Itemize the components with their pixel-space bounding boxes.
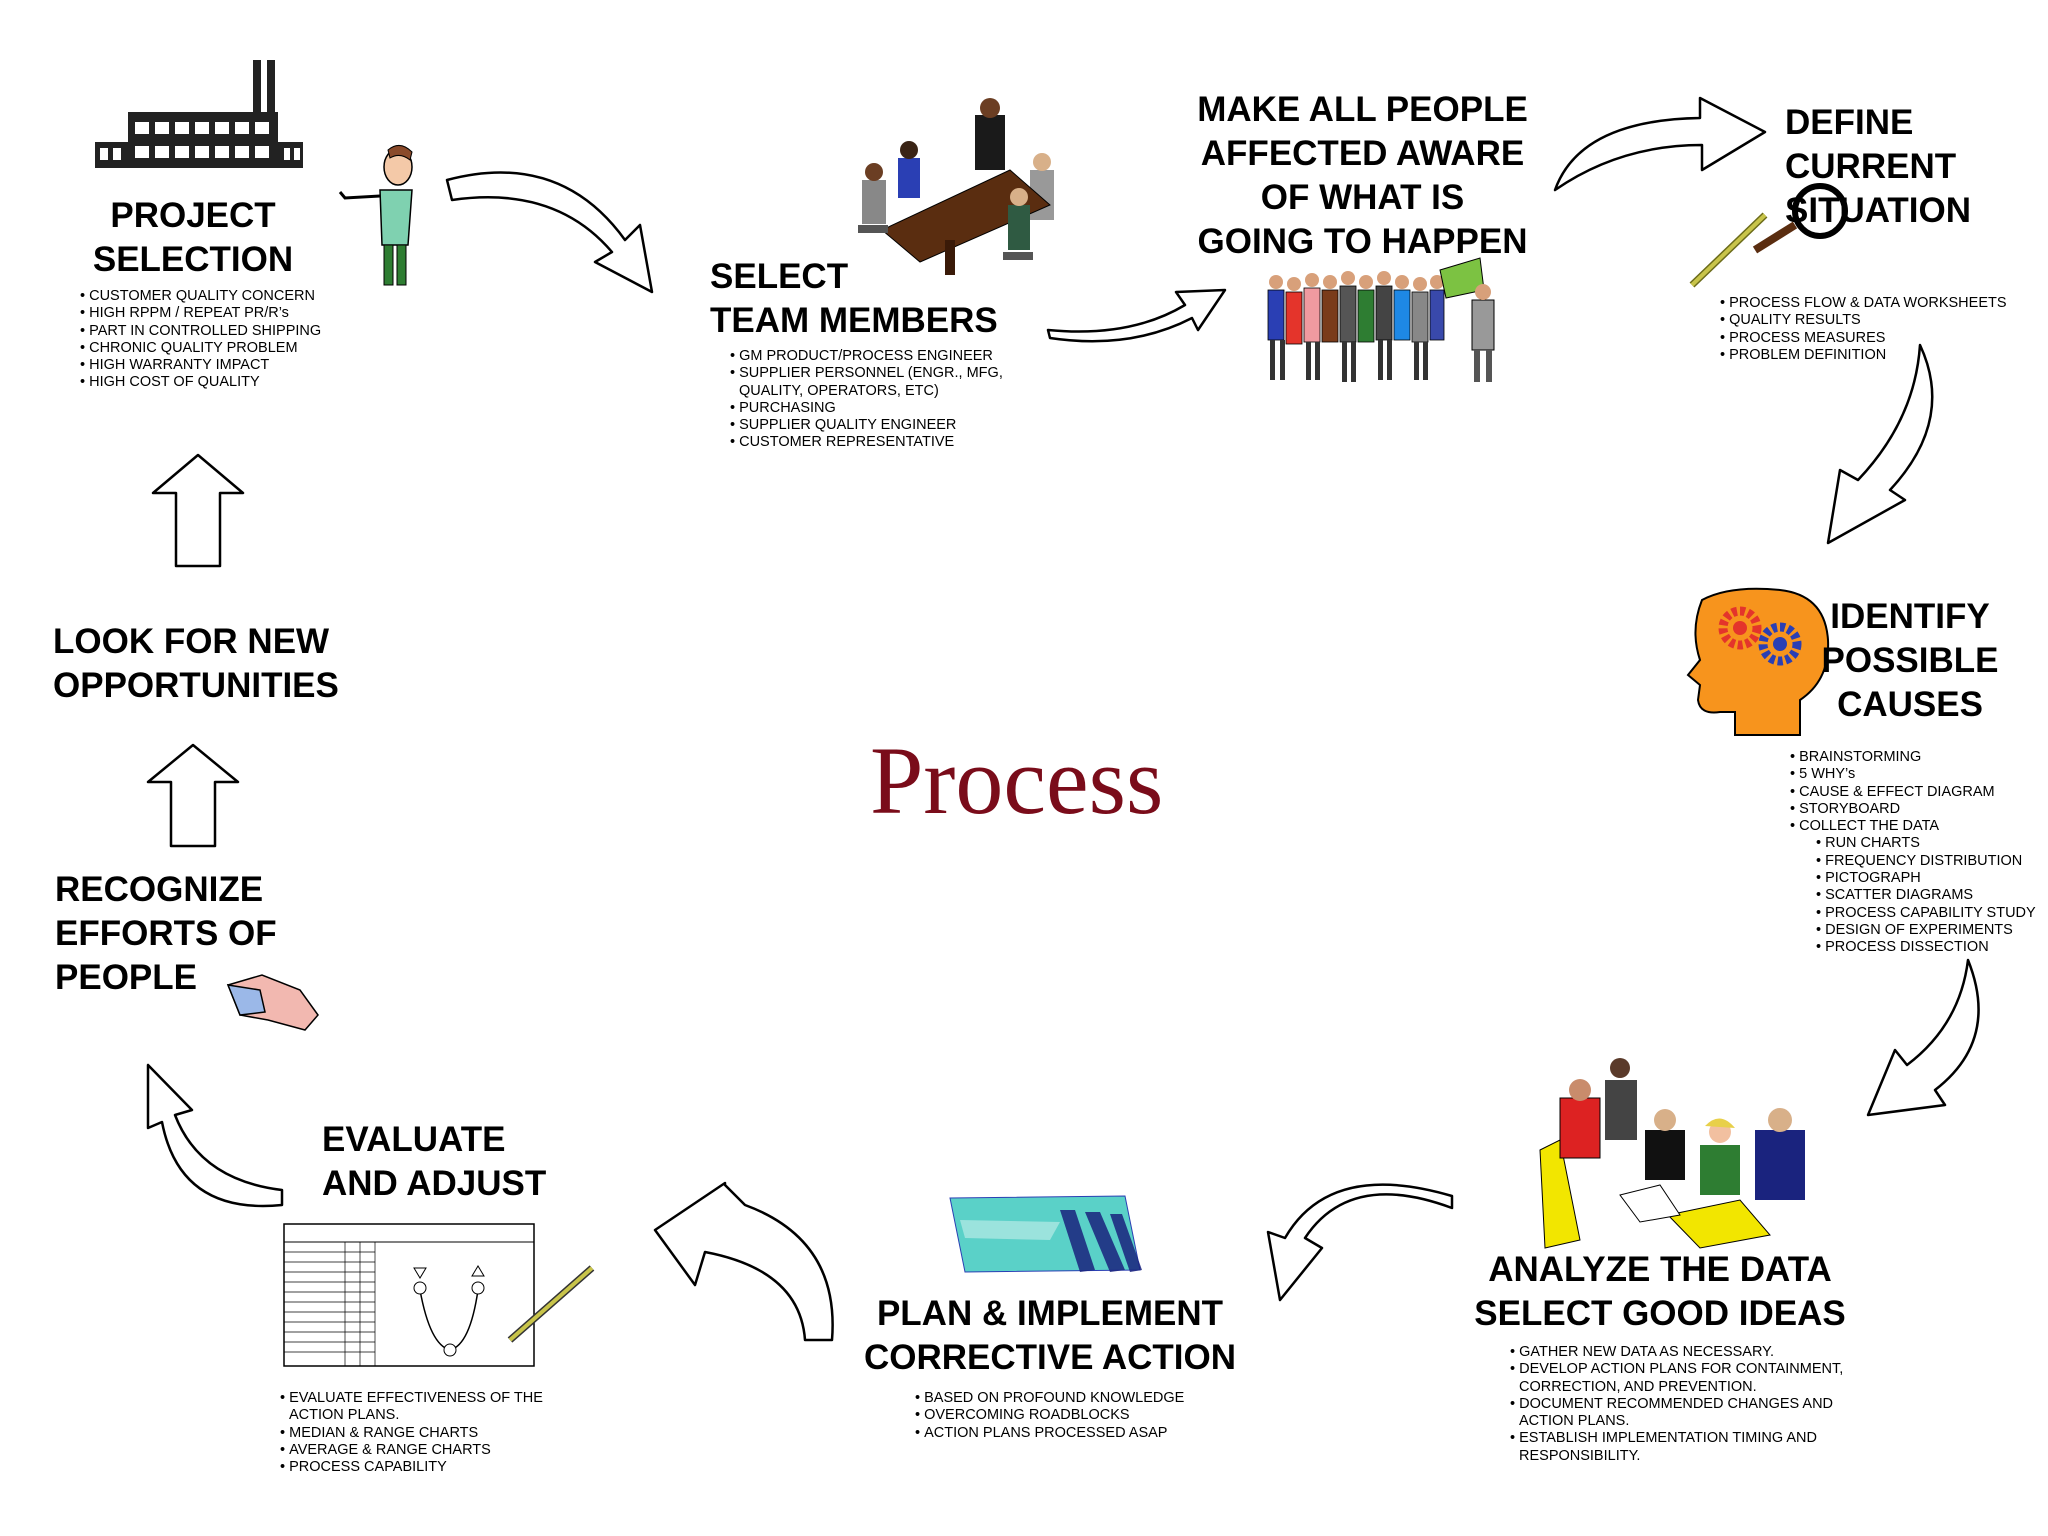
bullet: 5 WHY’s xyxy=(1790,766,2036,783)
bullet: PROBLEM DEFINITION xyxy=(1720,347,2007,364)
bullet: PROCESS CAPABILITY xyxy=(280,1459,543,1476)
handshake-icon xyxy=(226,974,319,1031)
magnifier-pencil-icon xyxy=(1689,183,1848,288)
look-opportunities-title: LOOK FOR NEW OPPORTUNITIES xyxy=(53,622,339,705)
arrow-analyze-to-plan xyxy=(1266,1183,1454,1302)
arrow-look-to-project xyxy=(151,453,245,568)
bullet: HIGH RPPM / REPEAT PR/R’s xyxy=(80,305,321,322)
arrow-define-to-identify xyxy=(1826,343,1934,545)
identify-causes-title: IDENTIFY POSSIBLE CAUSES xyxy=(1821,597,1999,724)
bullet: HIGH WARRANTY IMPACT xyxy=(80,357,321,374)
worksheet-icon xyxy=(283,1223,595,1367)
bullet: ESTABLISH IMPLEMENTATION TIMING AND RESP… xyxy=(1510,1430,1843,1465)
bullet: COLLECT THE DATA xyxy=(1790,818,2036,835)
bullet: GATHER NEW DATA AS NECESSARY. xyxy=(1510,1344,1843,1361)
project-selection-title: PROJECT SELECTION xyxy=(92,196,294,279)
bullet: PROCESS MEASURES xyxy=(1720,330,2007,347)
team-discussion-icon xyxy=(1539,1058,1805,1249)
bullet: CAUSE & EFFECT DIAGRAM xyxy=(1790,784,2036,801)
head-gears-icon xyxy=(1686,587,1830,736)
arrow-aware-to-define xyxy=(1553,96,1767,192)
analyze-data-bullets: GATHER NEW DATA AS NECESSARY. DEVELOP AC… xyxy=(1510,1344,1843,1465)
bullet: CUSTOMER REPRESENTATIVE xyxy=(730,434,1003,451)
evaluate-adjust-title: EVALUATE AND ADJUST xyxy=(322,1120,547,1203)
sub-bullet: PICTOGRAPH xyxy=(1816,870,2036,887)
define-situation-title: DEFINE CURRENT SITUATION xyxy=(1785,103,1972,230)
bullet: DEVELOP ACTION PLANS FOR CONTAINMENT, CO… xyxy=(1510,1361,1843,1396)
select-team-bullets: GM PRODUCT/PROCESS ENGINEER SUPPLIER PER… xyxy=(730,348,1003,452)
arrow-project-to-team xyxy=(445,171,654,294)
bullet: PURCHASING xyxy=(730,400,1003,417)
meeting-table-icon xyxy=(858,98,1054,275)
arrow-recognize-to-look xyxy=(146,743,240,848)
bullet: HIGH COST OF QUALITY xyxy=(80,374,321,391)
arrow-team-to-aware xyxy=(1046,288,1227,343)
bullet: DOCUMENT RECOMMENDED CHANGES AND ACTION … xyxy=(1510,1396,1843,1431)
arrow-evaluate-to-recognize xyxy=(146,1063,284,1208)
bullet: EVALUATE EFFECTIVENESS OF THE ACTION PLA… xyxy=(280,1390,543,1425)
define-situation-bullets: PROCESS FLOW & DATA WORKSHEETS QUALITY R… xyxy=(1720,295,2007,364)
recognize-efforts-title: RECOGNIZE EFFORTS OF PEOPLE xyxy=(55,870,277,997)
project-selection-bullets: CUSTOMER QUALITY CONCERN HIGH RPPM / REP… xyxy=(80,288,321,392)
bullet: PROCESS FLOW & DATA WORKSHEETS xyxy=(1720,295,2006,312)
bullet: CHRONIC QUALITY PROBLEM xyxy=(80,340,321,357)
factory-icon xyxy=(95,60,303,168)
center-title: Process xyxy=(870,727,1164,834)
analyze-data-title: ANALYZE THE DATA SELECT GOOD IDEAS xyxy=(1474,1250,1846,1333)
bullet: QUALITY RESULTS xyxy=(1720,312,2007,329)
identify-causes-bullets: BRAINSTORMING 5 WHY’s CAUSE & EFFECT DIA… xyxy=(1790,749,2036,957)
plan-implement-bullets: BASED ON PROFOUND KNOWLEDGE OVERCOMING R… xyxy=(915,1390,1184,1442)
sub-bullet: PROCESS DISSECTION xyxy=(1816,939,2036,956)
bullet: SUPPLIER PERSONNEL (ENGR., MFG, QUALITY,… xyxy=(730,365,1003,400)
running-figures-icon xyxy=(949,1195,1142,1273)
bullet: PART IN CONTROLLED SHIPPING xyxy=(80,323,321,340)
make-aware-title: MAKE ALL PEOPLE AFFECTED AWARE OF WHAT I… xyxy=(1197,90,1528,261)
person-pointing-icon xyxy=(338,145,413,286)
bullet: OVERCOMING ROADBLOCKS xyxy=(915,1407,1184,1424)
sub-bullet: RUN CHARTS xyxy=(1816,835,2036,852)
plan-implement-title: PLAN & IMPLEMENT CORRECTIVE ACTION xyxy=(863,1294,1237,1377)
sub-bullet: SCATTER DIAGRAMS xyxy=(1816,887,2036,904)
bullet: GM PRODUCT/PROCESS ENGINEER xyxy=(730,348,1003,365)
evaluate-adjust-bullets: EVALUATE EFFECTIVENESS OF THE ACTION PLA… xyxy=(280,1390,543,1476)
sub-bullet: DESIGN OF EXPERIMENTS xyxy=(1816,922,2036,939)
bullet: SUPPLIER QUALITY ENGINEER xyxy=(730,417,1003,434)
sub-bullet: FREQUENCY DISTRIBUTION xyxy=(1816,853,2036,870)
arrow-plan-to-evaluate xyxy=(653,1181,834,1342)
bullet: AVERAGE & RANGE CHARTS xyxy=(280,1442,543,1459)
sub-bullet: PROCESS CAPABILITY STUDY xyxy=(1816,905,2036,922)
bullet: BRAINSTORMING xyxy=(1790,749,2036,766)
crowd-icon xyxy=(1267,257,1495,382)
arrow-identify-to-analyze xyxy=(1866,958,1980,1117)
bullet: MEDIAN & RANGE CHARTS xyxy=(280,1425,543,1442)
bullet: STORYBOARD xyxy=(1790,801,2036,818)
select-team-title: SELECT TEAM MEMBERS xyxy=(710,257,998,340)
bullet: ACTION PLANS PROCESSED ASAP xyxy=(915,1425,1184,1442)
bullet: CUSTOMER QUALITY CONCERN xyxy=(80,288,321,305)
bullet: BASED ON PROFOUND KNOWLEDGE xyxy=(915,1390,1184,1407)
